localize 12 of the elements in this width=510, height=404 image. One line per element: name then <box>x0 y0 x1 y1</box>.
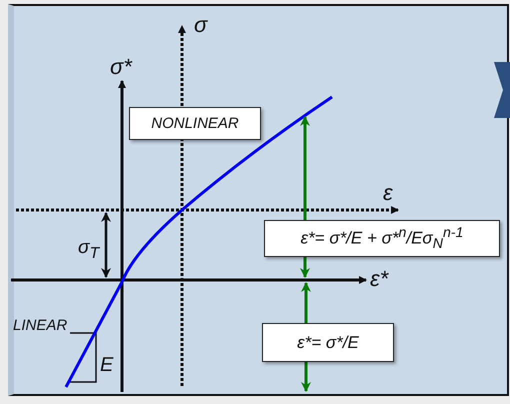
region-label: NONLINEAR <box>151 115 239 132</box>
axis-label: ε <box>383 182 393 204</box>
region-label: LINEAR <box>13 318 68 333</box>
formula-box <box>262 323 394 362</box>
label-box <box>129 107 261 140</box>
formula-text: ε*= σ*/E <box>297 332 359 352</box>
axis-label: ε* <box>370 268 388 290</box>
axis-label: σ* <box>110 56 132 78</box>
formula-box <box>264 220 500 257</box>
axis-label: σ <box>194 14 208 36</box>
slope-label: E <box>100 355 114 375</box>
dimension-label: σ$_{T}$ <box>78 238 100 262</box>
